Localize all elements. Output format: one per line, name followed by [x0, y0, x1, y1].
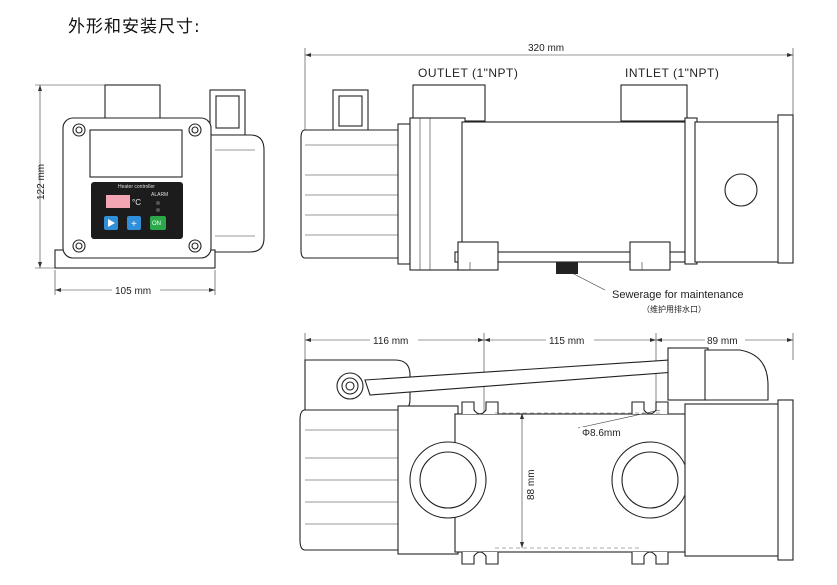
- on-button[interactable]: [150, 216, 166, 230]
- side-controller-housing: [300, 129, 403, 259]
- mount-slot: [461, 401, 499, 415]
- outlet-fitting: [412, 84, 486, 122]
- plus-button[interactable]: [127, 216, 141, 230]
- display-unit: °C: [132, 198, 141, 207]
- hole-diameter: Φ8.6mm: [582, 428, 621, 439]
- height-dim: 122 mm: [36, 164, 47, 200]
- port-spacing-dim: 88 mm: [526, 469, 537, 500]
- top-right-elbow: [704, 349, 769, 401]
- side-inlet-housing: [694, 121, 781, 263]
- dim-116: 116 mm: [373, 336, 408, 347]
- front-side-cylinder: [204, 134, 265, 253]
- top-view: 116 mm 115 mm 89 mm: [299, 333, 794, 565]
- cable-pipe: [364, 359, 676, 396]
- drain-label-cn: （维护用排水口）: [642, 304, 706, 314]
- width-dim: 105 mm: [115, 286, 151, 297]
- controller-title: Heater controller: [118, 184, 155, 190]
- outlet-label: OUTLET (1"NPT): [418, 66, 518, 80]
- hole-leader: [577, 409, 661, 429]
- status-led: [156, 208, 160, 212]
- side-view: 320 mm OUTLET (1"NPT) INTLET (1"NPT) Sew…: [300, 43, 794, 314]
- page-title: 外形和安装尺寸:: [68, 17, 201, 37]
- length-dim: 320 mm: [528, 43, 564, 54]
- play-icon: [108, 219, 115, 227]
- top-inlet-housing: [684, 403, 781, 557]
- drain-fitting: [556, 262, 578, 274]
- screw-icon: [72, 123, 202, 253]
- top-end-cap: [777, 399, 794, 561]
- inlet-label: INTLET (1"NPT): [625, 66, 719, 80]
- front-view: Heater controller ALARM °C + ON 122 mm 1…: [35, 84, 265, 297]
- side-outlet-collar: [409, 117, 466, 271]
- inlet-fitting: [620, 84, 688, 122]
- side-main-tube: [461, 121, 688, 261]
- controller-panel: [91, 182, 183, 239]
- front-window: [89, 129, 183, 178]
- drain-label: Sewerage for maintenance: [612, 289, 743, 301]
- side-flange-left: [397, 123, 411, 265]
- side-port-hole: [724, 173, 758, 207]
- dim-115: 115 mm: [549, 336, 584, 347]
- temperature-display: [106, 195, 130, 208]
- mount-slot: [631, 401, 669, 415]
- plus-label: +: [131, 219, 137, 230]
- front-top-fitting: [104, 84, 161, 121]
- top-right-elbow-base: [667, 347, 709, 401]
- dim-89: 89 mm: [707, 336, 738, 347]
- on-label: ON: [152, 221, 161, 227]
- alarm-label: ALARM: [151, 192, 168, 198]
- alarm-led: [156, 201, 160, 205]
- side-end-cap: [777, 114, 794, 264]
- mount-slot: [461, 551, 499, 565]
- mount-slot: [631, 551, 669, 565]
